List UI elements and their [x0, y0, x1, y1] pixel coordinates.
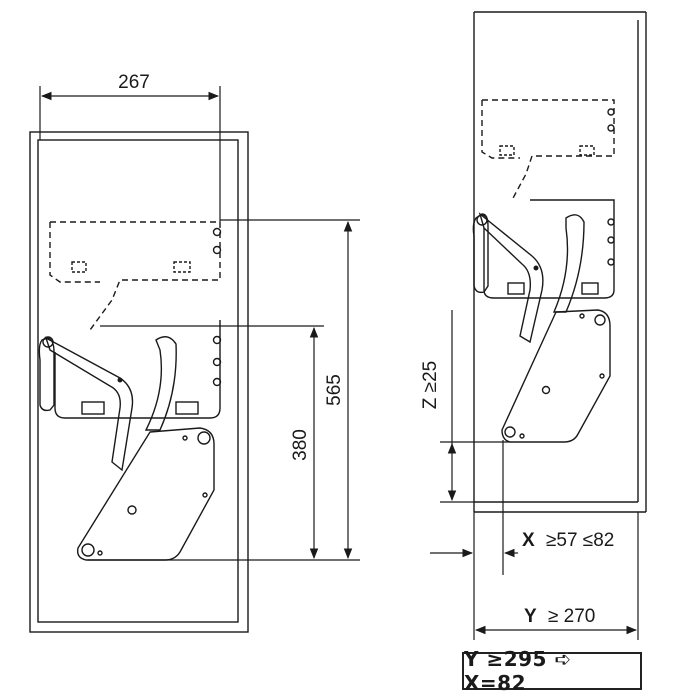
dim-565-label: 565 — [324, 374, 345, 406]
left-cabinet-view — [29, 131, 249, 633]
right-extended-shelf — [483, 199, 615, 299]
left-mechanism-body — [76, 427, 215, 561]
right-mech-hole-1 — [541, 385, 551, 395]
left-cabinet-inner — [37, 139, 239, 623]
left-retracted-clip-2 — [173, 261, 191, 273]
condition-note: Y ≥295 ➪ X=82 — [462, 647, 642, 695]
left-cabinet-outer — [29, 131, 249, 633]
left-screw-mid-1 — [212, 335, 222, 345]
dim-x-letter: X — [522, 530, 535, 551]
right-dimensions — [430, 310, 639, 640]
left-screw-mid-2 — [212, 357, 222, 367]
right-mech-hole-3 — [519, 433, 525, 439]
dim-y-value: ≥ 270 — [548, 606, 595, 627]
left-mech-hole-5 — [117, 377, 123, 383]
right-screw-upper-1 — [607, 108, 615, 116]
right-mech-hole-5 — [533, 265, 539, 271]
left-screw-mid-3 — [212, 377, 222, 387]
left-extended-shelf — [54, 320, 221, 419]
right-retracted-clip-1 — [499, 145, 515, 156]
left-mech-hole-1 — [127, 505, 137, 515]
left-mech-hole-2 — [182, 435, 188, 441]
left-shelf-clip-2 — [175, 401, 199, 415]
right-cabinet-view — [472, 11, 647, 513]
left-screw-upper-2 — [212, 245, 222, 255]
left-handle — [38, 337, 55, 412]
dim-y-letter: Y — [524, 606, 537, 627]
left-mech-hole-3 — [97, 550, 103, 556]
right-arm-1 — [478, 212, 544, 344]
left-shelf-clip-1 — [81, 401, 105, 415]
right-screw-mid-2 — [607, 236, 615, 244]
left-screw-upper-1 — [212, 227, 222, 237]
right-mech-hole-4 — [599, 373, 605, 379]
right-mechanism-body — [501, 309, 611, 443]
right-retracted-clip-2 — [579, 145, 595, 156]
left-retracted-shelf — [49, 221, 221, 331]
right-mech-hole-2 — [579, 313, 585, 319]
dim-y-label: Y ≥ 270 — [524, 606, 595, 627]
right-screw-upper-2 — [607, 124, 615, 132]
right-screw-mid-1 — [607, 218, 615, 226]
right-screw-mid-3 — [607, 258, 615, 266]
left-retracted-clip-1 — [71, 261, 87, 273]
dim-380-label: 380 — [290, 429, 311, 461]
right-retracted-shelf — [481, 99, 615, 201]
left-arm-1 — [44, 336, 134, 472]
left-mech-pivot-2 — [81, 543, 95, 557]
left-mech-hole-4 — [202, 492, 208, 498]
dim-x-range: ≥57 ≤82 — [546, 530, 614, 551]
left-dimensions — [39, 86, 360, 561]
condition-note-text: Y ≥295 ➪ X=82 — [464, 647, 572, 695]
right-mech-pivot-2 — [504, 426, 516, 438]
dim-z-label: Z ≥25 — [420, 361, 441, 409]
right-shelf-clip-1 — [507, 282, 525, 295]
left-mech-pivot-1 — [197, 431, 211, 445]
right-shelf-clip-2 — [581, 282, 599, 295]
dim-x-label: X ≥57 ≤82 — [522, 530, 614, 551]
right-arm-2 — [552, 214, 585, 313]
dim-267-label: 267 — [118, 72, 150, 93]
right-handle — [472, 213, 489, 294]
left-arm-2 — [144, 336, 177, 431]
right-mech-pivot-1 — [594, 314, 606, 326]
